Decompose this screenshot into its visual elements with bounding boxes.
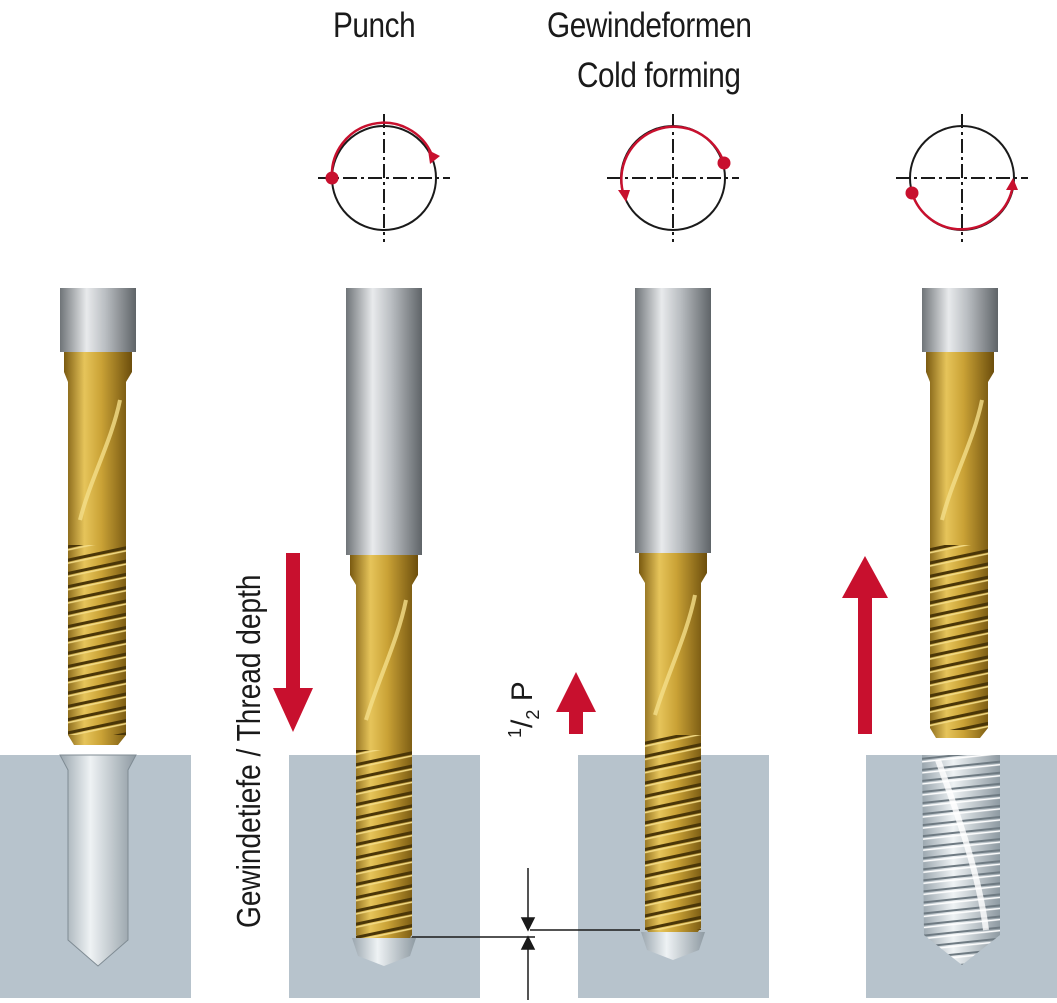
tool-2 [346,288,422,966]
half-pitch-numerator: 1 [505,727,525,738]
rotation-diagram-icon [318,114,450,242]
arrow-up-icon [842,556,888,734]
thread-depth-label-de: Gewindetiefe [230,764,267,928]
half-pitch-label: 1/2 P [505,681,543,738]
rotation-diagram-icon [896,114,1028,242]
thread-depth-separator: / [230,741,267,765]
pitch-dimension [412,868,640,1000]
tool-4 [922,288,998,738]
half-pitch-symbol: P [506,681,539,702]
arrow-down-icon [273,553,313,732]
half-pitch-denominator: 2 [523,709,543,720]
thread-depth-label-en: Thread depth [230,574,267,742]
arrow-up-icon [556,672,596,734]
title-forming-en: Cold forming [577,56,741,95]
tool-3 [635,288,711,960]
title-punch: Punch [333,6,416,45]
rotation-diagram-icon [607,114,739,242]
title-forming-de: Gewindeformen [547,6,752,45]
thread-depth-label: Gewindetiefe / Thread depth [230,575,268,928]
bore-hole-4-threaded [922,755,1000,965]
bore-hole-1 [59,754,137,967]
tool-1 [60,288,136,745]
